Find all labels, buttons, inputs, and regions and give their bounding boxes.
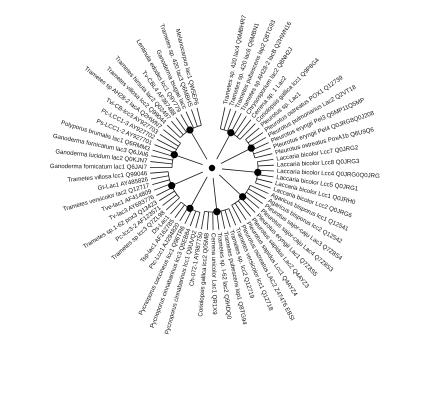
leaf-branch bbox=[159, 190, 175, 201]
leaf-branch bbox=[234, 202, 247, 221]
root-node bbox=[208, 164, 216, 172]
leaf-branch bbox=[253, 147, 271, 155]
support-node bbox=[227, 129, 235, 137]
leaf-branch bbox=[156, 139, 177, 150]
leaf-branch bbox=[255, 182, 271, 189]
leaf-branch bbox=[257, 159, 274, 163]
leaf-branch bbox=[228, 208, 237, 226]
tree-branches bbox=[149, 107, 274, 230]
leaf-branch bbox=[239, 123, 256, 140]
leaf-branch bbox=[257, 164, 274, 167]
leaf-branch bbox=[175, 117, 187, 133]
leaf-branch bbox=[206, 211, 210, 230]
leaf-branch bbox=[250, 137, 267, 147]
leaf-branch bbox=[256, 178, 273, 183]
tree-nodes bbox=[168, 126, 262, 216]
leaf-branch bbox=[191, 109, 198, 127]
leaf-branch bbox=[195, 212, 201, 228]
leaf-branch bbox=[170, 201, 182, 215]
leaf-branch bbox=[231, 204, 242, 223]
clade-spoke bbox=[220, 147, 252, 164]
leaf-branch bbox=[201, 211, 205, 230]
leaf-branch bbox=[154, 144, 176, 154]
support-node bbox=[186, 126, 194, 134]
leaf-branch bbox=[159, 133, 179, 147]
clade-spoke bbox=[171, 171, 204, 187]
clade-spoke bbox=[189, 129, 208, 160]
clade-spoke bbox=[174, 154, 203, 166]
leaf-branch bbox=[174, 204, 185, 218]
leaf-branch bbox=[251, 142, 269, 151]
leaf-branch bbox=[150, 161, 173, 165]
leaf-branch bbox=[150, 171, 169, 174]
clade-spoke bbox=[216, 132, 232, 160]
support-node bbox=[170, 151, 178, 159]
support-node bbox=[247, 144, 255, 152]
leaf-branch bbox=[224, 209, 231, 228]
clade-spoke bbox=[221, 168, 258, 173]
leaf-branch bbox=[227, 110, 237, 132]
leaf-label: Laccaria bicolor Lcc8 Q0JRG3 bbox=[277, 158, 360, 169]
support-node bbox=[239, 193, 247, 201]
leaf-branch bbox=[166, 197, 180, 211]
support-node bbox=[186, 204, 194, 212]
leaf-branch bbox=[237, 200, 252, 217]
leaf-branch bbox=[151, 155, 173, 161]
leaf-branch bbox=[171, 120, 184, 136]
leaf-branch bbox=[166, 124, 181, 138]
leaf-branch bbox=[152, 149, 174, 157]
support-node bbox=[213, 208, 221, 216]
leaf-branch bbox=[152, 179, 170, 186]
leaf-branch bbox=[247, 132, 264, 144]
leaf-branch bbox=[245, 127, 260, 140]
leaf-branch bbox=[233, 116, 247, 135]
leaf-branch bbox=[254, 153, 273, 159]
support-node bbox=[168, 182, 176, 190]
clade-spoke bbox=[189, 176, 208, 209]
leaf-branch bbox=[223, 108, 231, 130]
leaf-branch bbox=[196, 107, 202, 126]
leaf-branch bbox=[220, 210, 226, 229]
leaf-branch bbox=[240, 197, 256, 213]
leaf-branch bbox=[163, 129, 181, 144]
leaf-branch bbox=[219, 107, 226, 129]
leaf-branch bbox=[250, 184, 269, 194]
leaf-branch bbox=[156, 187, 173, 196]
clade-spoke bbox=[219, 174, 243, 198]
leaf-branch bbox=[185, 111, 194, 129]
leaf-branch bbox=[162, 194, 178, 206]
leaf-label: Ganoderma fornicatum lac1 Q6JAI7 bbox=[50, 163, 148, 171]
support-node bbox=[254, 168, 262, 177]
leaf-branch bbox=[246, 191, 263, 205]
leaf-label: Cerrena unicolor Lac1 QR1X9 bbox=[210, 233, 218, 315]
leaf-branch bbox=[189, 210, 197, 227]
leaf-branch bbox=[248, 188, 267, 200]
leaf-branch bbox=[243, 194, 260, 209]
clade-spoke bbox=[212, 177, 218, 212]
leaf-branch bbox=[150, 175, 169, 180]
leaf-branch bbox=[236, 119, 252, 138]
leaf-branch bbox=[153, 183, 172, 191]
leaf-branch bbox=[230, 113, 242, 133]
